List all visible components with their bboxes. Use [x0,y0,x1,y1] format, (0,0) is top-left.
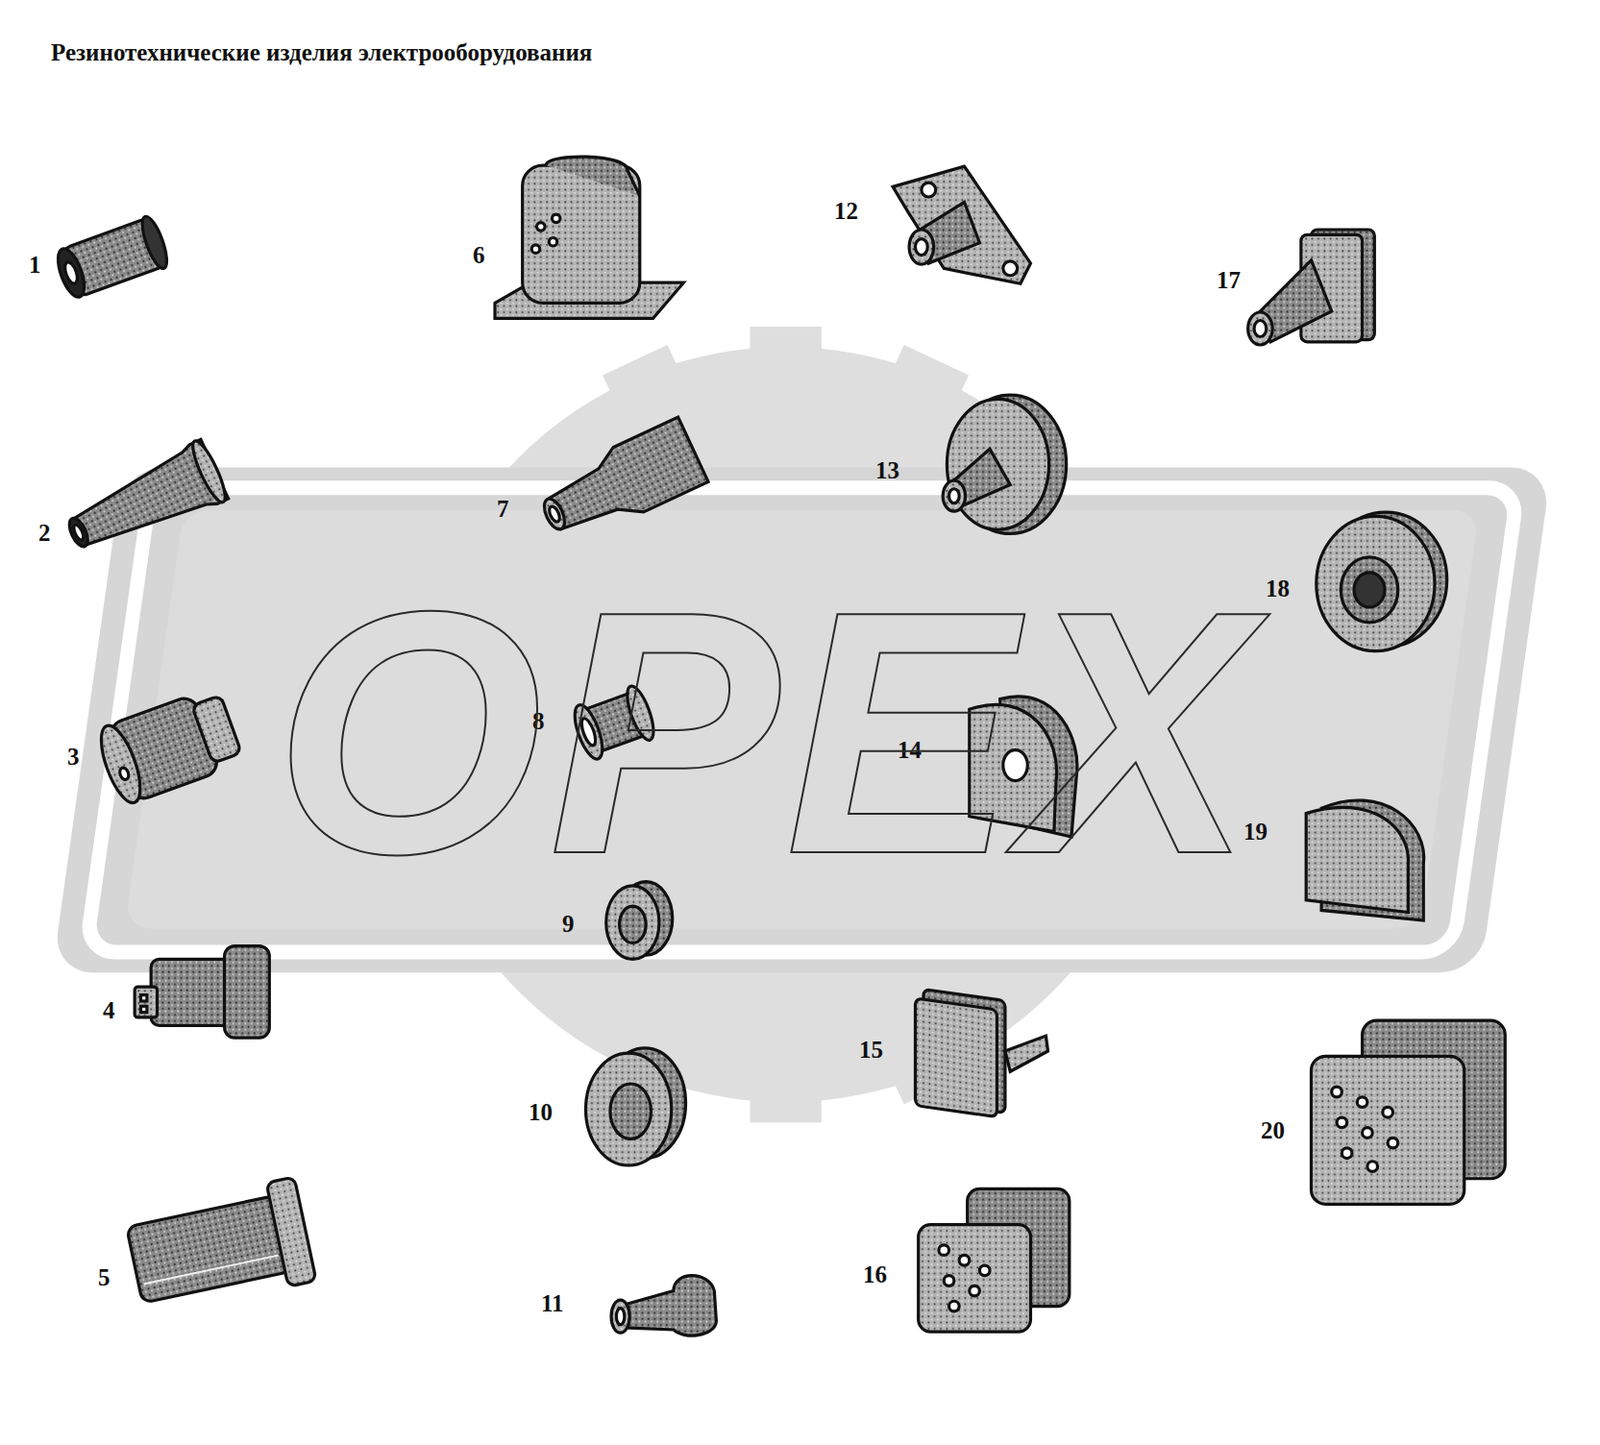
watermark-band [51,467,1551,973]
callout-number: 20 [1260,1118,1285,1143]
callout-number: 13 [875,458,900,483]
callout-number: 11 [541,1291,565,1316]
callout-number: 9 [562,911,575,936]
callout-number: 17 [1216,268,1241,293]
callout-number: 4 [102,998,116,1023]
callout-number: 6 [472,243,486,268]
callout-number: 2 [38,520,51,545]
diagram-title: Резинотехнические изделия электрооборудо… [50,40,592,65]
callout-number: 18 [1265,576,1290,601]
callout-number: 3 [67,744,80,769]
watermark-text: OPEX [273,559,1258,906]
callout-number: 16 [862,1262,887,1287]
callout-number: 12 [834,198,859,223]
callout-number: 5 [98,1265,111,1290]
callout-number: 15 [859,1037,884,1062]
callout-number: 7 [496,496,510,521]
callout-number: 10 [528,1100,553,1125]
callout-number: 1 [28,252,42,277]
